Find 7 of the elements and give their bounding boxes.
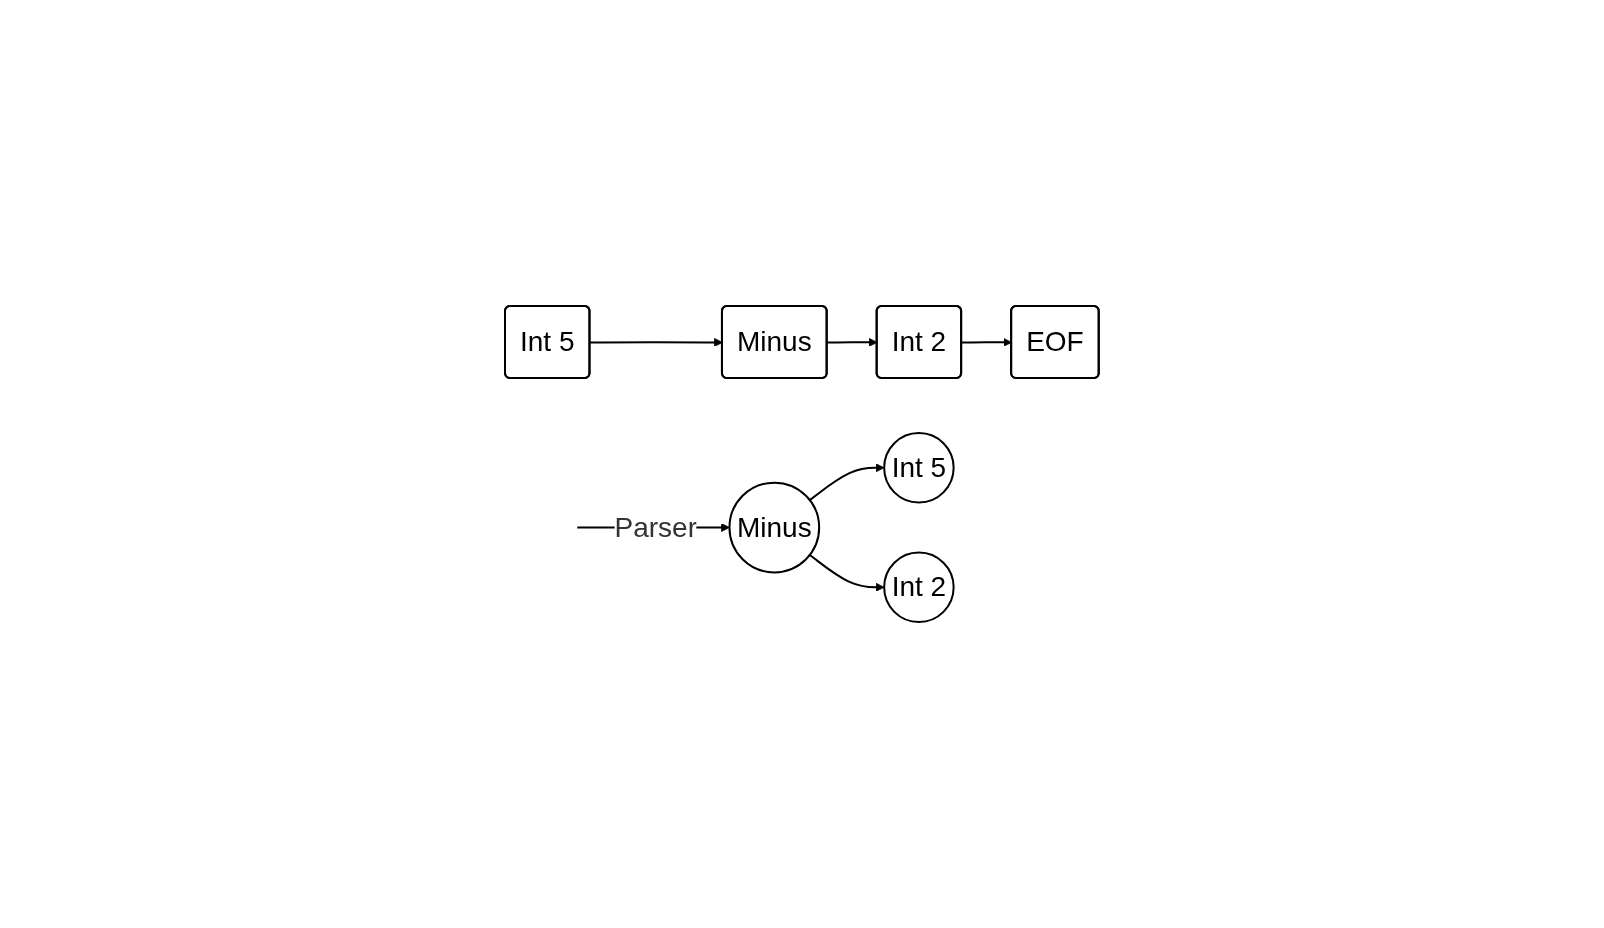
arrow xyxy=(808,463,885,502)
arrow xyxy=(808,553,885,592)
node-circle: Minus xyxy=(728,481,821,574)
arrow xyxy=(589,338,723,347)
edge-label: Parser xyxy=(614,511,698,543)
node-circle: Int 2 xyxy=(883,551,955,623)
node-circle: Int 5 xyxy=(883,432,955,504)
